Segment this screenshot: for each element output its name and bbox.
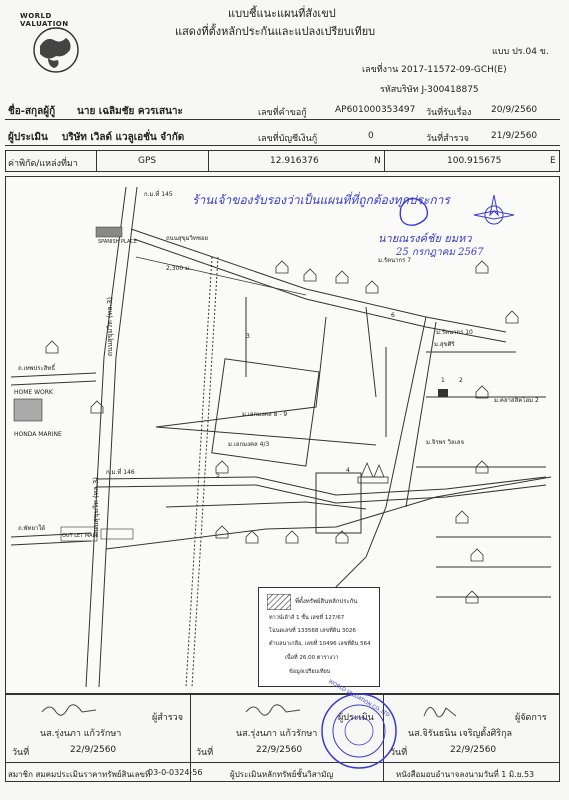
received-date-label: วันที่รับเรื่อง [426,108,472,118]
label-khlong: ม.คลาสสิคโฮม 2 [494,397,539,404]
map-tag-2: 2 [459,377,463,384]
label-pattaya: ถ.พัทยาใต้ [18,525,46,532]
form-code: แบบ ปร.04 ข. [492,47,549,57]
handwritten-date: 25 กรกฎาคม 2567 [396,247,484,258]
cert-label: ผู้ประเมินหลักทรัพย์ชั้นวิสามัญ [230,770,334,779]
page-subtitle: แสดงที่ตั้งหลักประกันและแปลงเปรียบเทียบ [175,25,376,38]
label-sukhumvit-2: ถนนสุขุมวิท (ทล.3) [92,477,100,537]
map-tag-5: 5 [216,472,220,479]
legend-line4: เนื้อที่ 26.00 ตารางวา [285,655,339,661]
survey-date-label: วันที่สำรวจ [426,134,469,144]
label-homework: HOME WORK [14,389,53,396]
label-honda: HONDA MARINE [14,431,62,438]
company-stamp: WORLD VALUATION CO.,LTD. [318,679,400,772]
legend-line5: ข้อมูลเปรียบเทียบ [289,669,331,675]
label-rattanakorn7: ม.รัตนากร 7 [378,257,412,264]
label-km145: ก.ม.ที่ 145 [144,191,173,198]
signature-2 [245,704,301,716]
label-road-main: ถนนสุขุมวิทซอย [166,235,209,242]
coords-row [5,150,560,172]
date-label-1: วันที่ [12,748,30,758]
coords-source: GPS [138,156,157,166]
label-thepprasit: ถ.เทพประสิทธิ์ [18,365,56,372]
label-sukhumvit: ถนนสุขุมวิท (ทล.3) [106,297,114,357]
legend-title: ที่ตั้งทรัพย์สินหลักประกัน [295,598,358,605]
loan-no-label: เลขที่คำขอกู้ [258,108,307,118]
loan-no-value: AP601000353497 [335,105,416,115]
account-no-value: 0 [368,131,374,141]
coords-label: ค่าพิกัด/แหล่งที่มา [8,159,78,169]
label-spanish: SPANISH PLACE [98,239,137,245]
latitude-dir: N [374,156,381,166]
label-mb-4: ม.เอกมงคล 4/3 [228,441,270,448]
signature-1 [41,704,97,716]
signature-block [5,694,560,782]
latitude-value: 12.916376 [270,156,319,166]
company-code: รหัสบริษัท J-300418875 [380,85,479,95]
page-title: แบบชี้แนะแผนที่สังเขป [228,7,336,20]
company-logo: WORLD VALUATION [20,12,90,80]
borrower-label: ชื่อ-สกุลผู้กู้ [8,106,56,117]
date-surveyor: 22/9/2560 [70,745,117,755]
role-appraiser: ผู้ประเมิน [338,713,374,723]
map-tag-4: 4 [346,467,350,474]
role-surveyor: ผู้สำรวจ [152,713,183,723]
date-label-2: วันที่ [196,748,214,758]
legend-line1: ทาวน์เฮ้าส์ 1 ชั้น เลขที่ 127/67 [269,615,345,621]
longitude-value: 100.915675 [447,156,502,166]
date-manager: 22/9/2560 [450,745,497,755]
signature-3 [423,707,457,718]
role-manager: ผู้จัดการ [515,713,547,723]
borrower-name: นาย เฉลิมชัย ควรเสนาะ [77,106,183,117]
handwritten-note: ร้านเจ้าของรับรองว่าเป็นแผนที่ที่ถูกต้อง… [192,193,450,207]
date-appraiser: 22/9/2560 [256,745,303,755]
legend-line2: โฉนดเลขที่ 133568 เลขที่ดิน 3026 [269,628,356,634]
name-manager: นส.จิรันธนิน เจริญตั้งศิริกุล [408,729,513,739]
received-date-value: 20/9/2560 [491,105,538,115]
survey-date-value: 21/9/2560 [491,131,538,141]
member-no: 03-0-0324-56 [148,768,203,777]
label-rattanakorn10: ม.รัตนากร 10 [436,329,473,336]
name-appraiser: นส.รุ่งนภา แก้วรักษา [236,729,318,739]
label-outlet: OUT LET MALL [62,533,99,539]
label-suksiri: ม.สุขศิริ [434,341,455,348]
label-dist-2300: 2,300 ม. [166,265,191,272]
appraiser-label: ผู้ประเมิน [8,132,48,143]
map-tag-6: 6 [391,312,395,319]
handwritten-name: นายณรงค์ชัย ยมหว [378,232,472,245]
account-no-label: เลขที่บัญชีเงินกู้ [258,134,318,144]
job-number: เลขที่งาน 2017-11572-09-GCH(E) [362,65,507,75]
property-hatch-icon [267,594,291,610]
map-legend: ที่ตั้งทรัพย์สินหลักประกัน ทาวน์เฮ้าส์ 1… [258,587,380,687]
date-label-3: วันที่ [390,748,408,758]
name-surveyor: นส.รุ่งนภา แก้วรักษา [40,729,122,739]
map-roads [10,186,552,688]
label-km146: ก.ม.ที่ 146 [106,469,135,476]
appraiser-name: บริษัท เวิลด์ แวลูเอชั่น จำกัด [62,132,185,143]
longitude-dir: E [550,156,556,166]
map-tag-3: 3 [246,333,250,340]
legend-line3: ตำบลนาเกลือ, เลขที่ 10496 เลขที่ดิน 564 [269,641,371,647]
delegation-note: หนังสือมอบอำนาจลงนามวันที่ 1 มิ.ย.53 [396,770,535,779]
logo-text: WORLD VALUATION [20,12,69,28]
location-map: ร้านเจ้าของรับรองว่าเป็นแผนที่ที่ถูกต้อง… [5,176,560,694]
map-tag-1: 1 [441,377,445,384]
label-mb-89: ม.เอกมงคล 8 - 9 [242,411,288,418]
member-label: สมาชิก สมคมประเมินราคาทรัพย์สินเลขที่ [8,770,151,779]
label-jirapat: ม.จิรพร วิลเลจ [426,439,464,446]
